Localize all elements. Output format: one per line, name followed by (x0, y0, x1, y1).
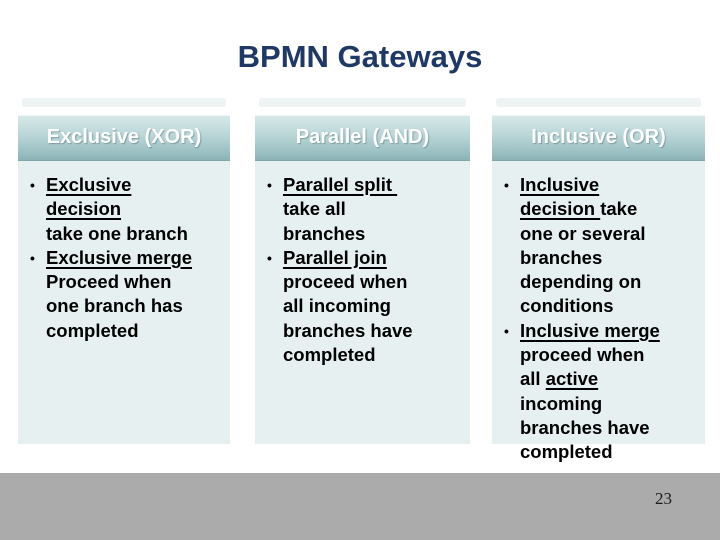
header-glow (496, 98, 701, 107)
header-glow (259, 98, 466, 107)
column-header: Parallel (AND) (255, 115, 470, 161)
header-glow (22, 98, 226, 107)
column-header: Inclusive (OR) (492, 115, 705, 161)
page-number: 23 (655, 489, 672, 508)
bullet-marker: • (267, 249, 272, 266)
column-header: Exclusive (XOR) (18, 115, 230, 161)
bullet-marker: • (30, 249, 35, 266)
footer-band: 23 (0, 473, 720, 540)
slide-title: BPMN Gateways (237, 39, 483, 74)
bullet-marker: • (504, 322, 509, 339)
bullet-marker: • (30, 177, 35, 193)
bullet-marker: • (504, 177, 509, 193)
bullet-marker: • (267, 177, 272, 193)
